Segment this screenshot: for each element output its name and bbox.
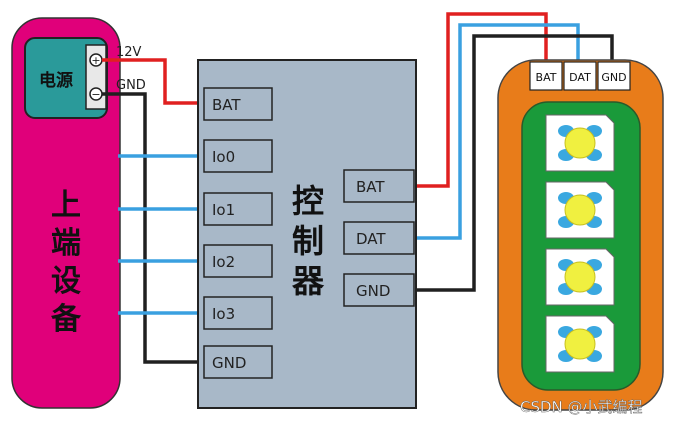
led-chip xyxy=(545,114,615,172)
led-array xyxy=(545,114,615,373)
led-bulb xyxy=(564,328,596,360)
svg-text:+: + xyxy=(91,54,100,67)
port-label: Io3 xyxy=(212,305,235,323)
power-label: 电源 xyxy=(39,70,73,91)
wire-gnd xyxy=(102,92,205,364)
controller-out-port-dat: DAT xyxy=(343,221,415,255)
controller-out-port-gnd: GND xyxy=(343,273,415,307)
controller-title: 控制器 xyxy=(291,182,325,300)
strip-port-gnd: GND xyxy=(597,61,631,91)
led-chip xyxy=(545,181,615,239)
wire-strip-bat xyxy=(416,12,548,188)
controller-title-char: 器 xyxy=(291,262,325,300)
controller-right-ports: BAT DAT GND xyxy=(343,169,415,307)
port-box xyxy=(343,169,415,203)
port-box xyxy=(203,139,273,173)
controller-port-io2: Io2 xyxy=(203,244,273,278)
controller-port-io0: Io0 xyxy=(203,139,273,173)
upper-device-char: 备 xyxy=(51,302,82,337)
port-label: Io2 xyxy=(212,253,235,271)
controller-port-gnd: GND xyxy=(203,345,273,379)
port-label: DAT xyxy=(356,230,386,248)
port-label: BAT xyxy=(356,178,385,196)
upper-device-char: 上 xyxy=(51,188,81,223)
controller-port-io1: Io1 xyxy=(203,192,273,226)
vplus-label: 12V xyxy=(116,45,142,60)
upper-device-char: 设 xyxy=(51,264,81,299)
led-strip-ports: BAT DAT GND xyxy=(529,61,631,91)
strip-port-dat: DAT xyxy=(563,61,597,91)
led-bulb xyxy=(564,194,596,226)
controller-port-io3: Io3 xyxy=(203,296,273,330)
port-box xyxy=(343,221,415,255)
led-chip xyxy=(545,248,615,306)
controller-port-bat: BAT xyxy=(203,87,273,121)
port-label: Io1 xyxy=(212,201,235,219)
upper-device-char: 端 xyxy=(51,226,81,261)
port-box xyxy=(343,273,415,307)
port-label: BAT xyxy=(212,96,241,114)
port-label: Io0 xyxy=(212,148,235,166)
strip-port-label: DAT xyxy=(569,71,591,84)
port-box xyxy=(203,244,273,278)
watermark: CSDN @小武编程 xyxy=(520,398,643,416)
svg-text:−: − xyxy=(91,88,100,101)
led-chip xyxy=(545,315,615,373)
port-box xyxy=(203,192,273,226)
strip-port-box xyxy=(563,61,597,91)
strip-port-bat: BAT xyxy=(529,61,563,91)
strip-port-label: BAT xyxy=(536,71,557,84)
port-label: GND xyxy=(356,282,390,300)
led-bulb xyxy=(564,261,596,293)
wire-strip-gnd xyxy=(416,34,614,292)
strip-port-box xyxy=(529,61,563,91)
vgnd-label: GND xyxy=(116,78,146,93)
strip-port-label: GND xyxy=(601,71,626,84)
controller-out-port-bat: BAT xyxy=(343,169,415,203)
wire-12v xyxy=(102,58,205,105)
port-box xyxy=(203,87,273,121)
controller-title-char: 控 xyxy=(292,182,324,220)
led-bulb xyxy=(564,127,596,159)
controller-title-char: 制 xyxy=(292,222,324,260)
port-box xyxy=(203,296,273,330)
strip-port-box xyxy=(597,61,631,91)
port-label: GND xyxy=(212,354,246,372)
port-box xyxy=(203,345,273,379)
